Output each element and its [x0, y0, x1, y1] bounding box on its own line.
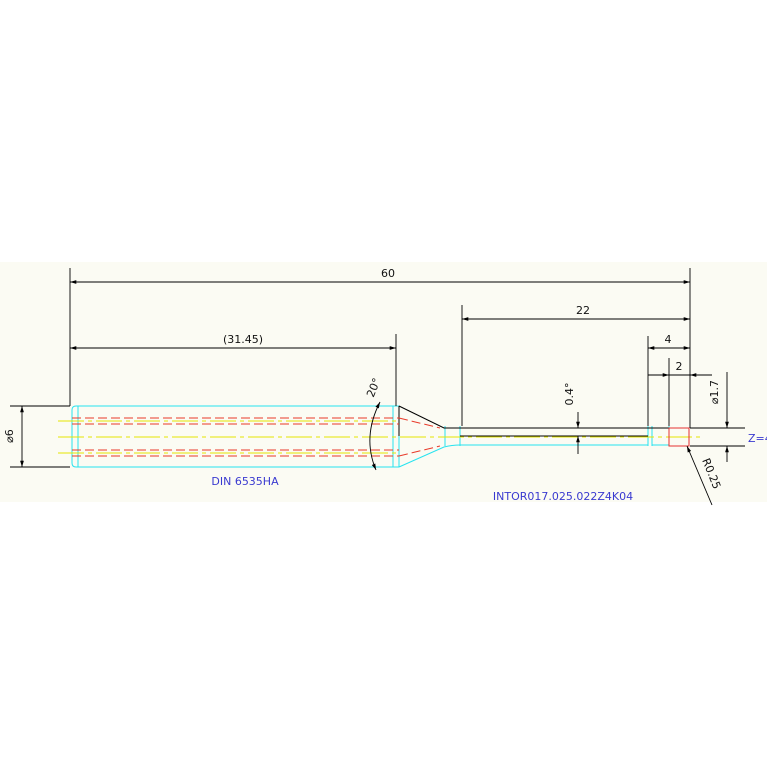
cutting-tip [668, 427, 690, 447]
hidden-lines [72, 417, 441, 457]
overall-length-text: 60 [381, 267, 395, 280]
shank-diameter-text: ⌀6 [3, 429, 16, 443]
cut-length-text: 2 [676, 360, 683, 373]
neck-contour [398, 405, 669, 437]
neck-taper-text: 0.4° [563, 383, 576, 406]
taper-angle-arc [369, 401, 381, 471]
corner-radius-leader [686, 445, 713, 506]
tip-diameter-text: ⌀1.7 [708, 380, 721, 404]
taper-angle-text: 20° [364, 376, 383, 399]
shank-standard-note: DIN 6535HA [211, 475, 279, 488]
drawing-sheet [0, 262, 767, 502]
part-number-note: INTOR017.025.022Z4K04 [493, 490, 633, 503]
shank-outline [71, 405, 394, 468]
flutes-note: Z=4 [748, 432, 767, 445]
shank-length-text: (31.45) [223, 333, 263, 346]
corner-radius-text: R0.25 [699, 456, 723, 491]
centerlines [58, 420, 700, 454]
neck-length-text: 22 [576, 304, 590, 317]
tip-length-text: 4 [665, 333, 672, 346]
dimension-lines [10, 268, 745, 506]
